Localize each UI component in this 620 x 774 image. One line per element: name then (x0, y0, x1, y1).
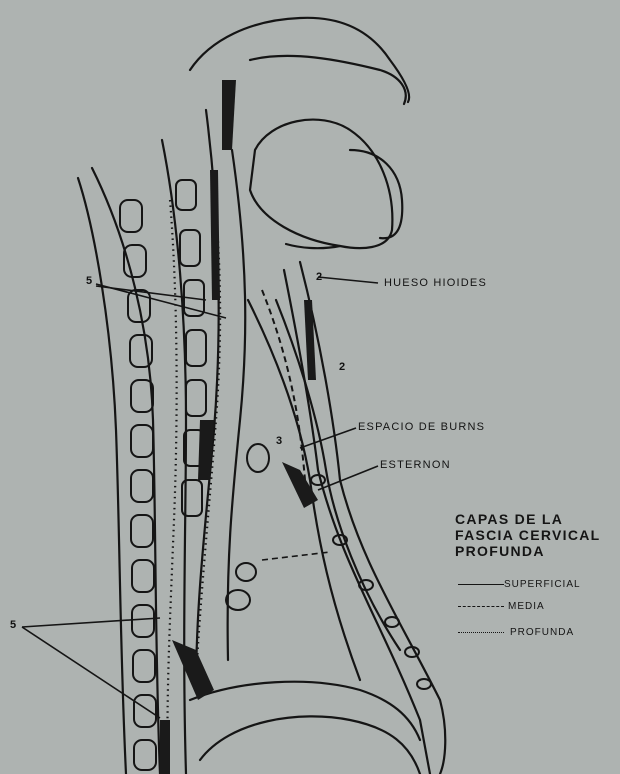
vertebral-body (186, 380, 206, 416)
vertebra (134, 695, 156, 727)
vertebra (131, 425, 153, 457)
vertebral-anterior-edge (162, 140, 186, 774)
vertebra (131, 515, 153, 547)
legend-item-profunda: PROFUNDA (458, 626, 618, 640)
vertebral-body (176, 180, 196, 210)
fascia-band (160, 720, 170, 774)
label-five-upper: 5 (86, 276, 92, 287)
ring (311, 475, 325, 485)
aortic-arch (200, 716, 420, 774)
label-sternum: ESTERNON (380, 460, 451, 471)
vertebral-body (180, 230, 200, 266)
vertebral-body (186, 330, 206, 366)
vertebra (133, 650, 155, 682)
legend-label: SUPERFICIAL (504, 578, 581, 591)
posterior-neck-contour (78, 178, 126, 774)
deep-layer-dotted-2 (167, 200, 176, 774)
legend-title-line: PROFUNDA (455, 543, 620, 559)
anterior-neck-skin-inner (284, 270, 430, 774)
vertebra (131, 380, 153, 412)
legend-item-superficial: SUPERFICIAL (458, 578, 618, 592)
vertebra (132, 605, 154, 637)
legend-title: CAPAS DE LA FASCIA CERVICAL PROFUNDA (455, 511, 620, 559)
legend-title-line: CAPAS DE LA (455, 511, 620, 527)
ring (417, 679, 431, 689)
palate (250, 56, 406, 104)
label-hyoid-bone: HUESO HIOIDES (384, 278, 487, 289)
legend-label: MEDIA (508, 600, 545, 613)
legend-item-media: MEDIA (458, 600, 618, 614)
cartilage-ring (226, 590, 250, 610)
label-two-upper: 2 (316, 272, 322, 283)
middle-layer-dashed-pointer (262, 552, 330, 560)
label-three: 3 (276, 436, 282, 447)
mandible (350, 150, 402, 238)
pharynx-anterior-wall (228, 150, 246, 660)
fascia-band (222, 80, 236, 150)
legend-line-dashed (458, 606, 504, 607)
leader-hyoid (318, 277, 378, 283)
fascia-band (210, 170, 220, 300)
anterior-neck-skin (300, 262, 445, 774)
tongue (250, 120, 392, 248)
legend-title-line: FASCIA CERVICAL (455, 527, 620, 543)
fascia-band (304, 300, 316, 380)
legend-label: PROFUNDA (510, 626, 574, 639)
label-five-lower: 5 (10, 620, 16, 631)
leader-five-lower-a (22, 618, 160, 627)
fascia-band (198, 420, 214, 480)
leader-five-lower-b (22, 627, 160, 718)
legend-line-solid (458, 584, 504, 585)
label-burns-space: ESPACIO DE BURNS (358, 422, 485, 433)
vertebra (120, 200, 142, 232)
cartilage-ring (247, 444, 269, 472)
legend-line-dotted (458, 632, 504, 633)
label-two-lower: 2 (339, 362, 345, 373)
vertebra (132, 560, 154, 592)
fascia-band (172, 640, 214, 700)
ring (385, 617, 399, 627)
leader-burns (300, 428, 356, 448)
vertebra (131, 470, 153, 502)
cartilage-ring (236, 563, 256, 581)
vertebra (134, 740, 156, 770)
fascia-band (282, 462, 318, 508)
